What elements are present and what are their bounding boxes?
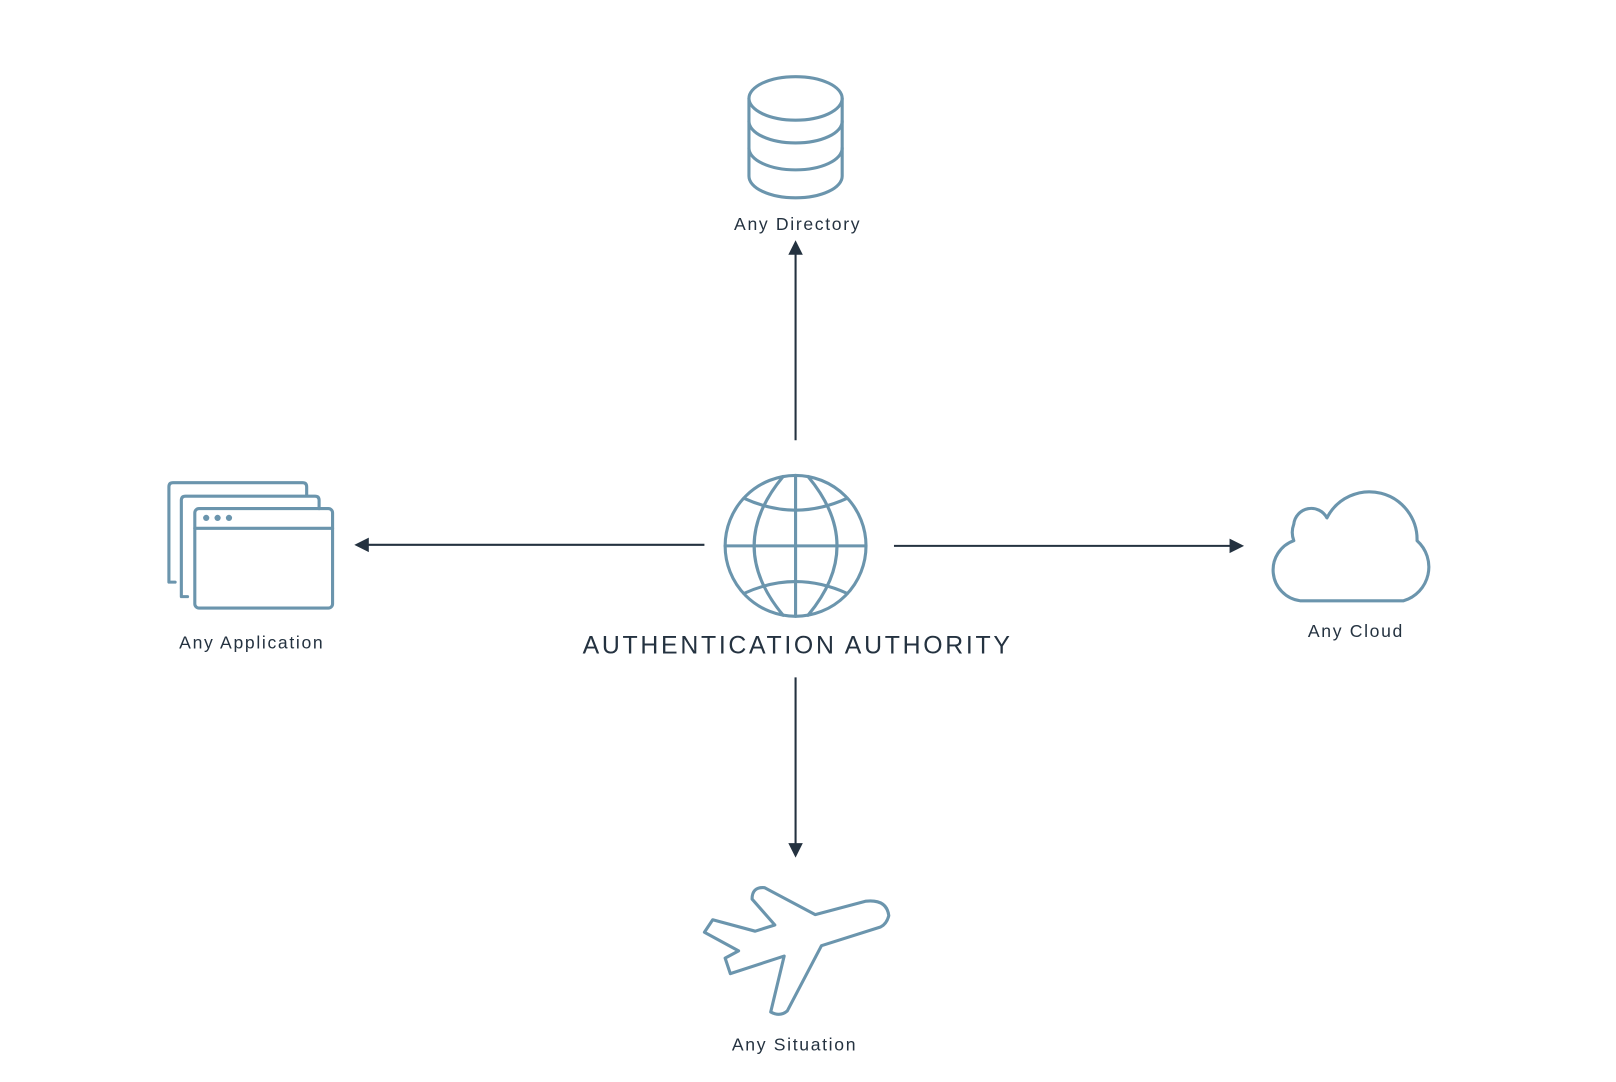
globe-icon bbox=[723, 473, 868, 618]
application-label: Any Application bbox=[179, 632, 324, 652]
arrow-to-directory bbox=[788, 240, 803, 441]
airplane-icon bbox=[702, 886, 891, 1016]
situation-label: Any Situation bbox=[732, 1034, 857, 1054]
database-icon bbox=[747, 75, 844, 200]
center-label: AUTHENTICATION AUTHORITY bbox=[583, 633, 1013, 660]
directory-label: Any Directory bbox=[734, 214, 861, 234]
app-windows-icon bbox=[167, 481, 335, 610]
cloud-icon bbox=[1271, 490, 1431, 603]
arrow-to-application bbox=[354, 537, 705, 553]
cloud-label: Any Cloud bbox=[1308, 621, 1404, 641]
arrow-to-situation bbox=[788, 677, 803, 858]
arrow-to-cloud bbox=[893, 538, 1245, 554]
